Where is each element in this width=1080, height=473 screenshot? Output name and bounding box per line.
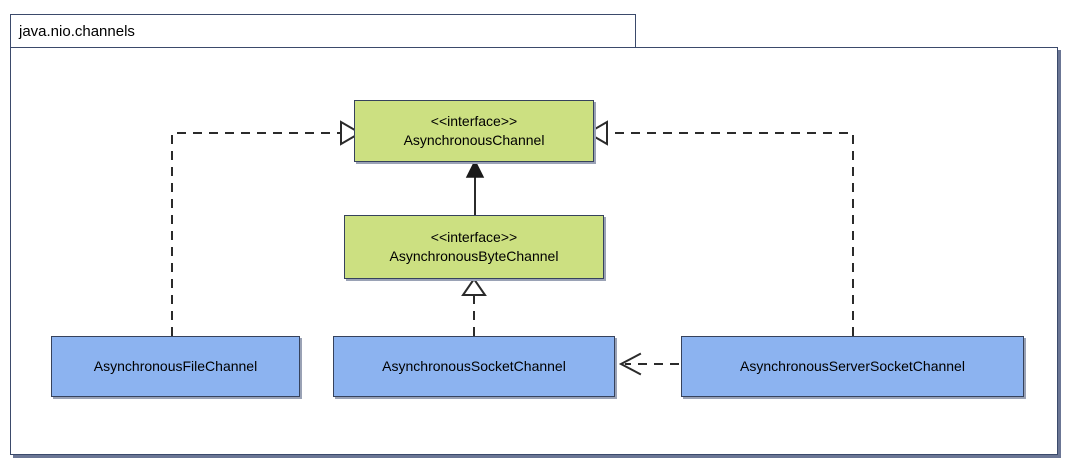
- node-name-label: AsynchronousByteChannel: [389, 248, 559, 264]
- node-asynchronous-server-socket-channel[interactable]: AsynchronousServerSocketChannel: [681, 336, 1024, 397]
- node-name-label: AsynchronousSocketChannel: [382, 358, 566, 375]
- node-asynchronous-socket-channel[interactable]: AsynchronousSocketChannel: [333, 336, 615, 397]
- node-name-label: AsynchronousChannel: [403, 132, 545, 148]
- node-stereotype-label: <<interface>>: [430, 229, 518, 246]
- node-name-label: AsynchronousFileChannel: [93, 358, 258, 375]
- node-asynchronous-byte-channel[interactable]: <<interface>> AsynchronousByteChannel: [344, 215, 604, 279]
- package-name-label: java.nio.channels: [19, 23, 135, 40]
- node-asynchronous-file-channel[interactable]: AsynchronousFileChannel: [51, 336, 300, 397]
- node-stereotype-label: <<interface>>: [430, 113, 518, 130]
- node-asynchronous-channel[interactable]: <<interface>> AsynchronousChannel: [354, 100, 594, 162]
- package-tab: java.nio.channels: [10, 14, 636, 48]
- node-name-label: AsynchronousServerSocketChannel: [740, 358, 965, 375]
